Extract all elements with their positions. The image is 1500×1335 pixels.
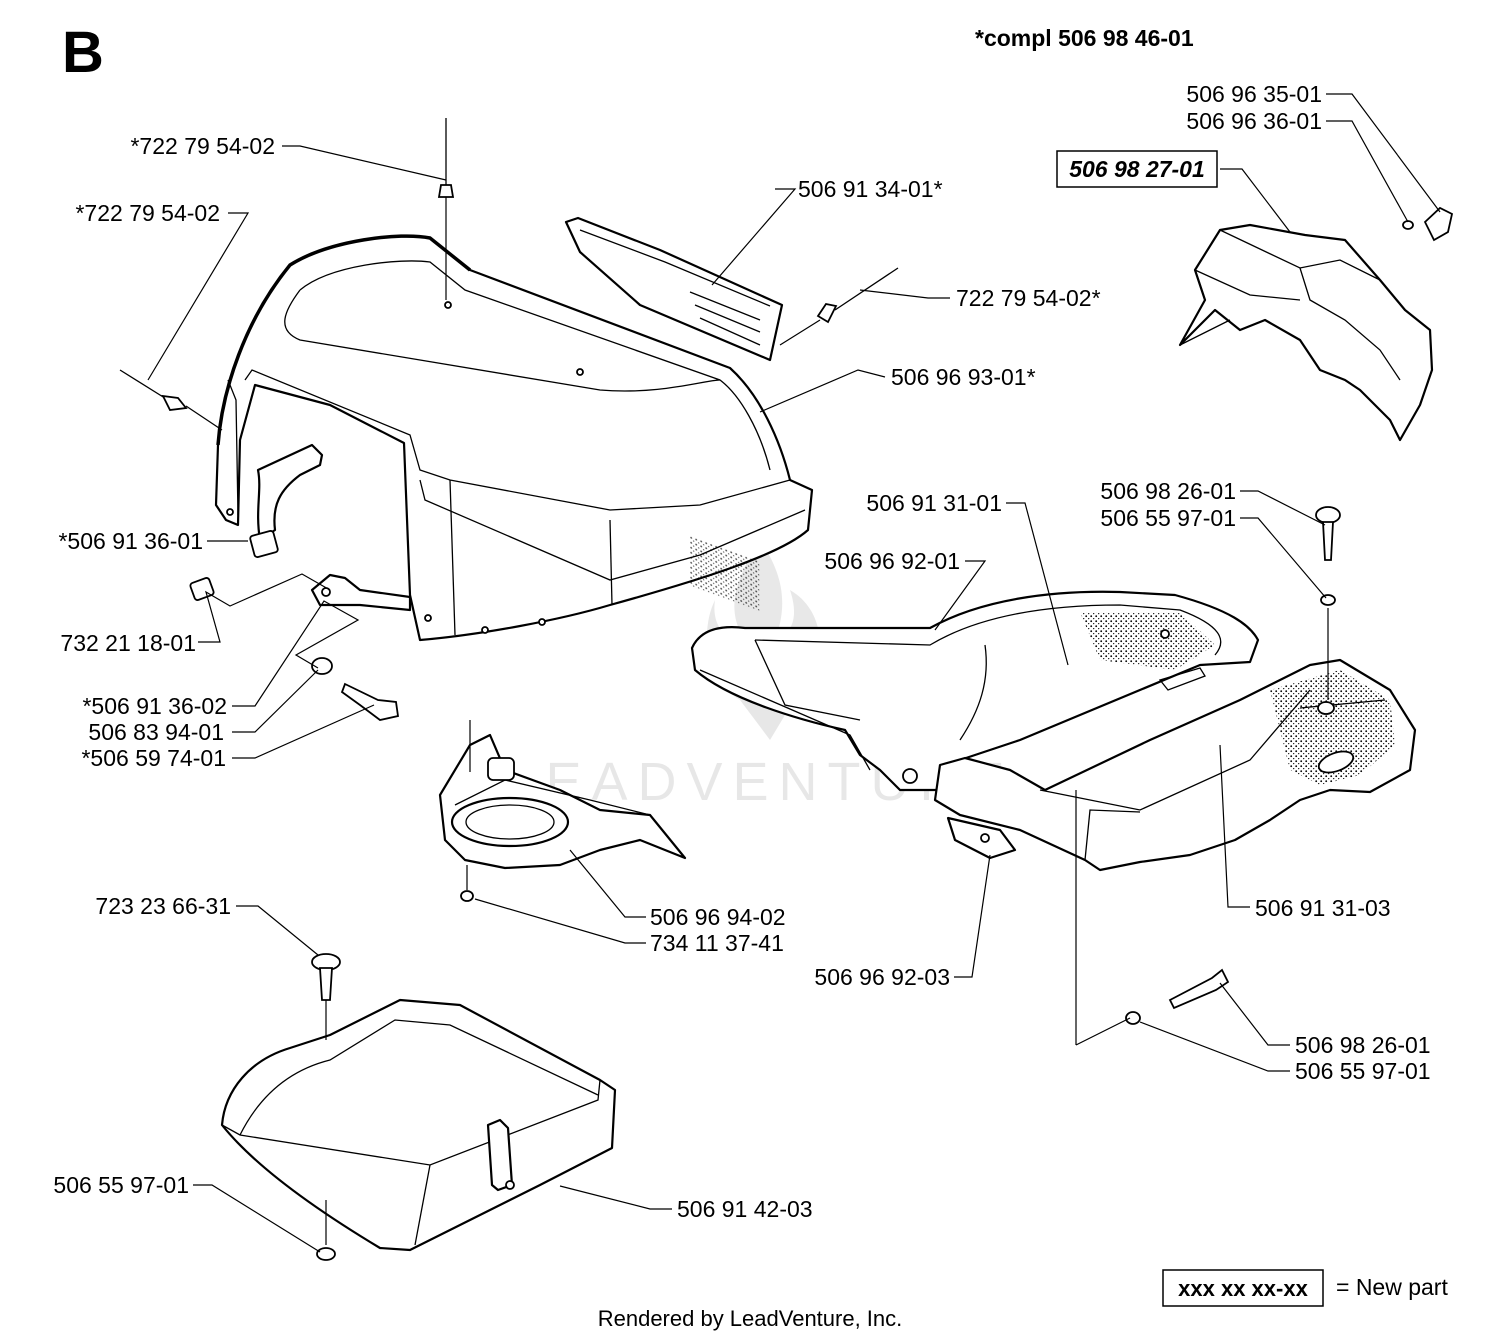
callout-label: 506 98 26-01 [1100,478,1236,504]
new-part-number: 506 98 27-01 [1069,156,1205,182]
seat-pan-part [933,658,1417,872]
callout-label: 506 91 42-03 [677,1196,813,1222]
bolt-washer-top-right [1402,206,1454,242]
callout-label: 506 91 31-03 [1255,895,1391,921]
callout-label: 506 96 35-01 [1186,81,1322,107]
callout-label: *506 59 74-01 [81,745,226,771]
complete-kit-number: *compl 506 98 46-01 [975,25,1194,51]
callout-label: *506 91 36-01 [58,528,203,554]
callout-label: 506 83 94-01 [88,719,224,745]
legend-box [1162,1269,1324,1307]
callout-labels: *722 79 54-02 *722 79 54-02 506 91 34-01… [53,81,1430,1222]
fastener-set-left [189,577,400,721]
callout-label: 506 96 94-02 [650,904,786,930]
callout-label: 506 55 97-01 [1100,505,1236,531]
callout-label: 732 21 18-01 [60,630,196,656]
callout-label: 506 96 92-03 [814,964,950,990]
callout-label: *722 79 54-02 [130,133,275,159]
callout-label: 734 11 37-41 [650,930,784,956]
callout-label: 506 91 31-01 [866,490,1002,516]
callout-label: *722 79 54-02 [75,200,220,226]
callout-label: 506 96 92-01 [824,548,960,574]
callout-label: 506 96 36-01 [1186,108,1322,134]
footer-credit: Rendered by LeadVenture, Inc. [598,1306,903,1331]
seat-plate-part [690,590,1260,792]
callout-label: 506 96 93-01* [891,364,1036,390]
battery-cover-fasteners [311,953,341,1261]
section-letter: B [62,20,104,85]
callout-label: 506 55 97-01 [53,1172,189,1198]
legend-example: xxx xx xx-xx [1178,1276,1308,1301]
callout-label: 506 91 34-01* [798,176,943,202]
callout-label: 723 23 66-31 [95,893,231,919]
seat-bolts-right [1075,506,1341,1046]
side-cover-part [1178,223,1434,442]
grille-plate-part [564,216,784,612]
hood-part [214,234,814,642]
callout-label: *506 91 36-02 [82,693,227,719]
cup-holder-part [438,720,687,902]
callout-label: 722 79 54-02* [956,285,1101,311]
legend-text: = New part [1336,1274,1448,1300]
new-part-legend: xxx xx xx-xx = New part [1162,1269,1448,1307]
new-part-callout: 506 98 27-01 [1056,150,1218,188]
rivet-pins [119,118,899,431]
callout-label: 506 55 97-01 [1295,1058,1431,1084]
leader-lines [147,93,1441,1253]
callout-label: 506 98 26-01 [1295,1032,1431,1058]
battery-cover-part [220,998,617,1252]
